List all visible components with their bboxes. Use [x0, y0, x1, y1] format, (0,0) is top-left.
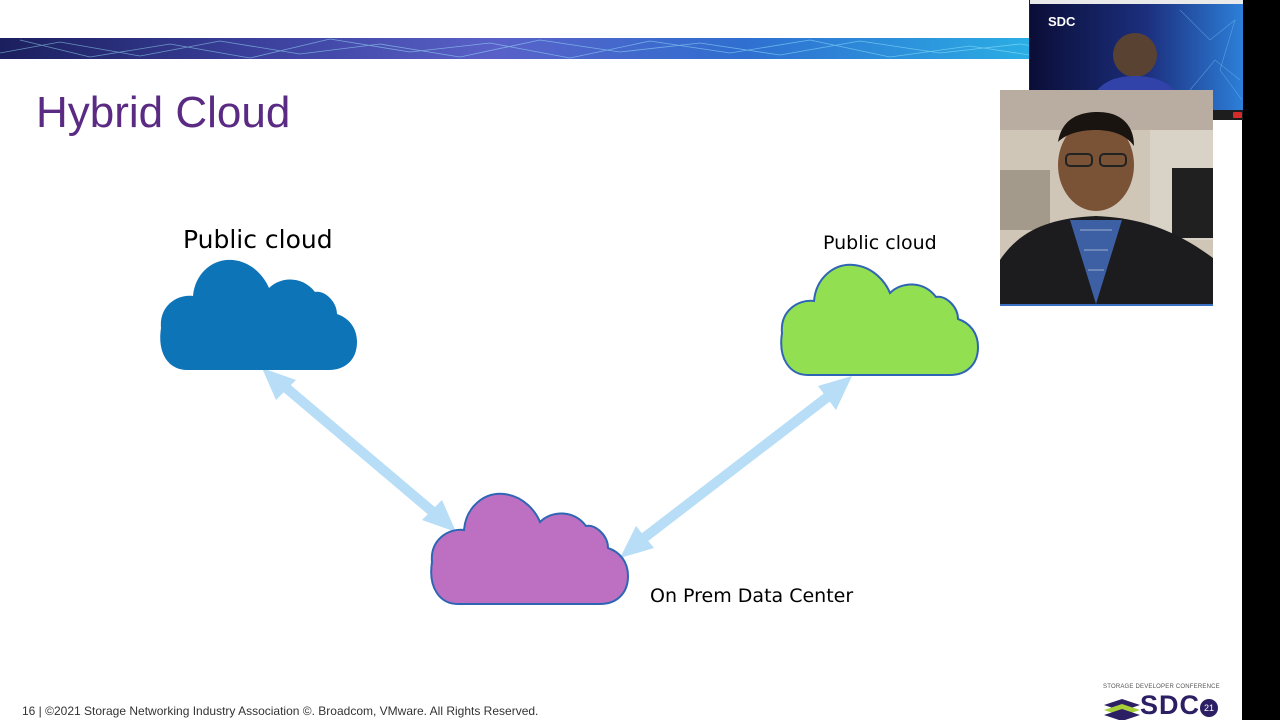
- sdc-logo-caption: STORAGE DEVELOPER CONFERENCE: [1103, 684, 1220, 690]
- sdc-logo-badge: 21: [1200, 699, 1218, 717]
- slide-title: Hybrid Cloud: [36, 88, 291, 137]
- sdc-logo-icon: [1104, 699, 1140, 720]
- sdc-logo-word: SDC: [1140, 690, 1201, 720]
- right-black-strip: [1242, 0, 1280, 720]
- public-cloud-right-icon: [780, 263, 979, 376]
- hybrid-cloud-diagram: [160, 259, 979, 605]
- public-cloud-left-label: Public cloud: [183, 225, 333, 254]
- slide-footer: 16 | ©2021 Storage Networking Industry A…: [22, 704, 539, 718]
- arrow-left: [262, 368, 456, 532]
- video-top-sdc-logo: SDC: [1048, 14, 1076, 29]
- video-tile-presenter[interactable]: [1000, 90, 1213, 306]
- on-prem-cloud-icon: [430, 492, 629, 605]
- public-cloud-right-label: Public cloud: [823, 232, 937, 254]
- video-titlebar: [1030, 0, 1243, 4]
- on-prem-label: On Prem Data Center: [650, 585, 854, 607]
- arrow-right: [620, 376, 852, 558]
- public-cloud-left-icon: [160, 259, 357, 370]
- leave-meeting-button[interactable]: [1233, 112, 1242, 118]
- presenter-video-frame: [1000, 90, 1213, 304]
